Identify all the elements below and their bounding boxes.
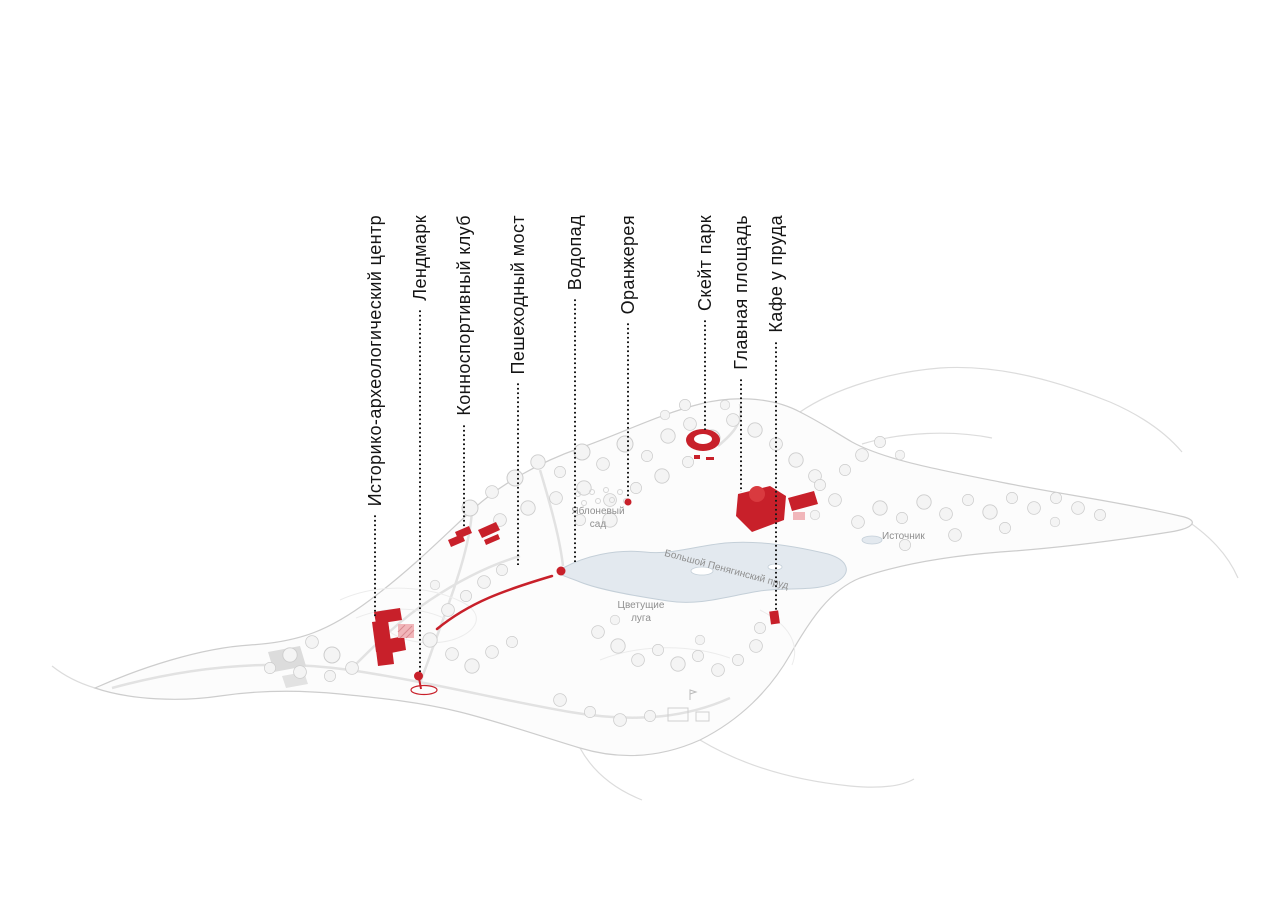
- poi-leader-line: [574, 298, 576, 562]
- poi-label: Кафе у пруда: [766, 215, 786, 333]
- poi-cafe: Кафе у пруда: [765, 215, 787, 610]
- skate-park-marker: [686, 429, 720, 460]
- poi-main-square: Главная площадь: [730, 215, 752, 492]
- poi-leader-line: [627, 322, 629, 498]
- poi-equestrian-club: Конноспортивный клуб: [453, 215, 475, 528]
- map-label-spring: Источник: [882, 531, 925, 542]
- poi-leader-line: [517, 382, 519, 565]
- poi-landmark: Лендмарк: [409, 215, 431, 672]
- poi-skate-park: Скейт парк: [694, 215, 716, 430]
- poi-leader-line: [374, 514, 376, 618]
- equestrian-club-marker: [448, 522, 500, 547]
- poi-label: Оранжерея: [618, 215, 638, 315]
- cafe-marker: [769, 610, 780, 625]
- historical-center-marker: [372, 608, 415, 666]
- landmark-marker: [410, 671, 438, 696]
- poi-label: Лендмарк: [410, 215, 430, 301]
- poi-label: Пешеходный мост: [508, 215, 528, 375]
- poi-label: Конноспортивный клуб: [454, 215, 474, 416]
- poi-historical-center: Историко-археологический центр: [364, 215, 386, 618]
- map-label-orchard: Яблоневый сад: [571, 506, 625, 530]
- poi-leader-line: [704, 319, 706, 430]
- poi-label: Главная площадь: [731, 215, 751, 370]
- poi-leader-line: [419, 308, 421, 672]
- pedestrian-bridge-marker: [435, 574, 554, 631]
- poi-orangery: Оранжерея: [617, 215, 639, 498]
- poi-leader-line: [775, 340, 777, 610]
- orangery-marker: [624, 498, 632, 506]
- poi-pedestrian-bridge: Пешеходный мост: [507, 215, 529, 565]
- map-label-meadows: Цветущие луга: [617, 600, 665, 624]
- poi-leader-line: [463, 423, 465, 528]
- poi-label: Историко-археологический центр: [365, 215, 385, 507]
- poi-label: Водопад: [565, 215, 585, 291]
- main-square-marker: [736, 486, 818, 532]
- poi-label: Скейт парк: [695, 215, 715, 312]
- waterfall-marker: [556, 566, 566, 576]
- flag-icon: [689, 689, 698, 700]
- poi-waterfall: Водопад: [564, 215, 586, 562]
- poi-leader-line: [740, 377, 742, 492]
- orchard-trees: [575, 487, 629, 506]
- contours: [339, 587, 796, 666]
- spring-pond: [861, 535, 883, 545]
